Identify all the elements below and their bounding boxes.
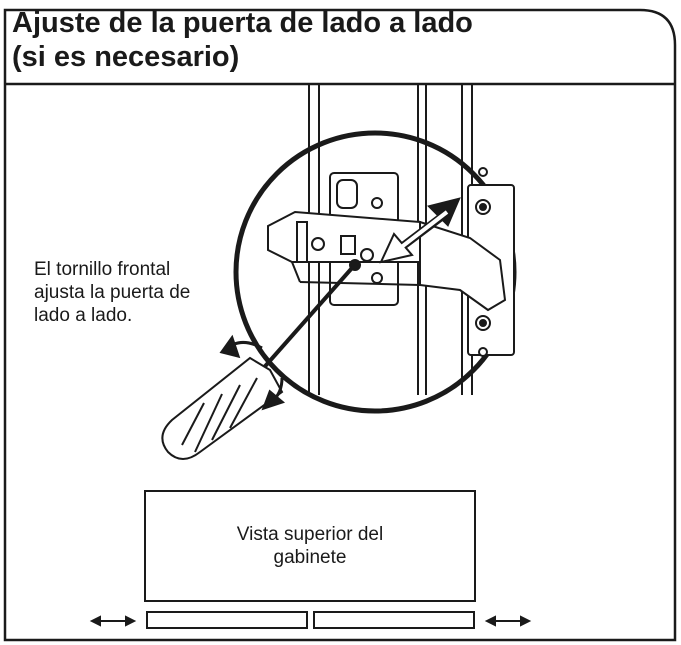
- cabinet-label-line-2: gabinete: [273, 547, 347, 568]
- side-arrow-right: [484, 615, 532, 627]
- callout-line-3: lado a lado.: [34, 305, 133, 326]
- double-arrow-icon: [379, 197, 461, 264]
- page-title: Ajuste de la puerta de lado a lado (si e…: [12, 6, 473, 74]
- panel-frame: [3, 8, 677, 642]
- callout-line-1: El tornillo frontal: [34, 259, 171, 280]
- rotation-arrow-icon: [219, 334, 286, 411]
- side-arrow-left: [89, 615, 137, 627]
- cabinet-label: Vista superior del gabinete: [145, 523, 475, 569]
- cabinet-label-line-1: Vista superior del: [236, 524, 384, 545]
- hinge-arm: [267, 210, 507, 312]
- screwdriver-icon: [161, 259, 361, 460]
- door-left: [146, 611, 308, 629]
- title-line-1: Ajuste de la puerta de lado a lado: [12, 7, 473, 39]
- cabinet-top-view: [144, 490, 476, 602]
- callout-text: El tornillo frontal ajusta la puerta de …: [34, 258, 254, 327]
- door-right: [313, 611, 475, 629]
- callout-line-2: ajusta la puerta de: [34, 282, 191, 303]
- title-line-2: (si es necesario): [12, 41, 240, 73]
